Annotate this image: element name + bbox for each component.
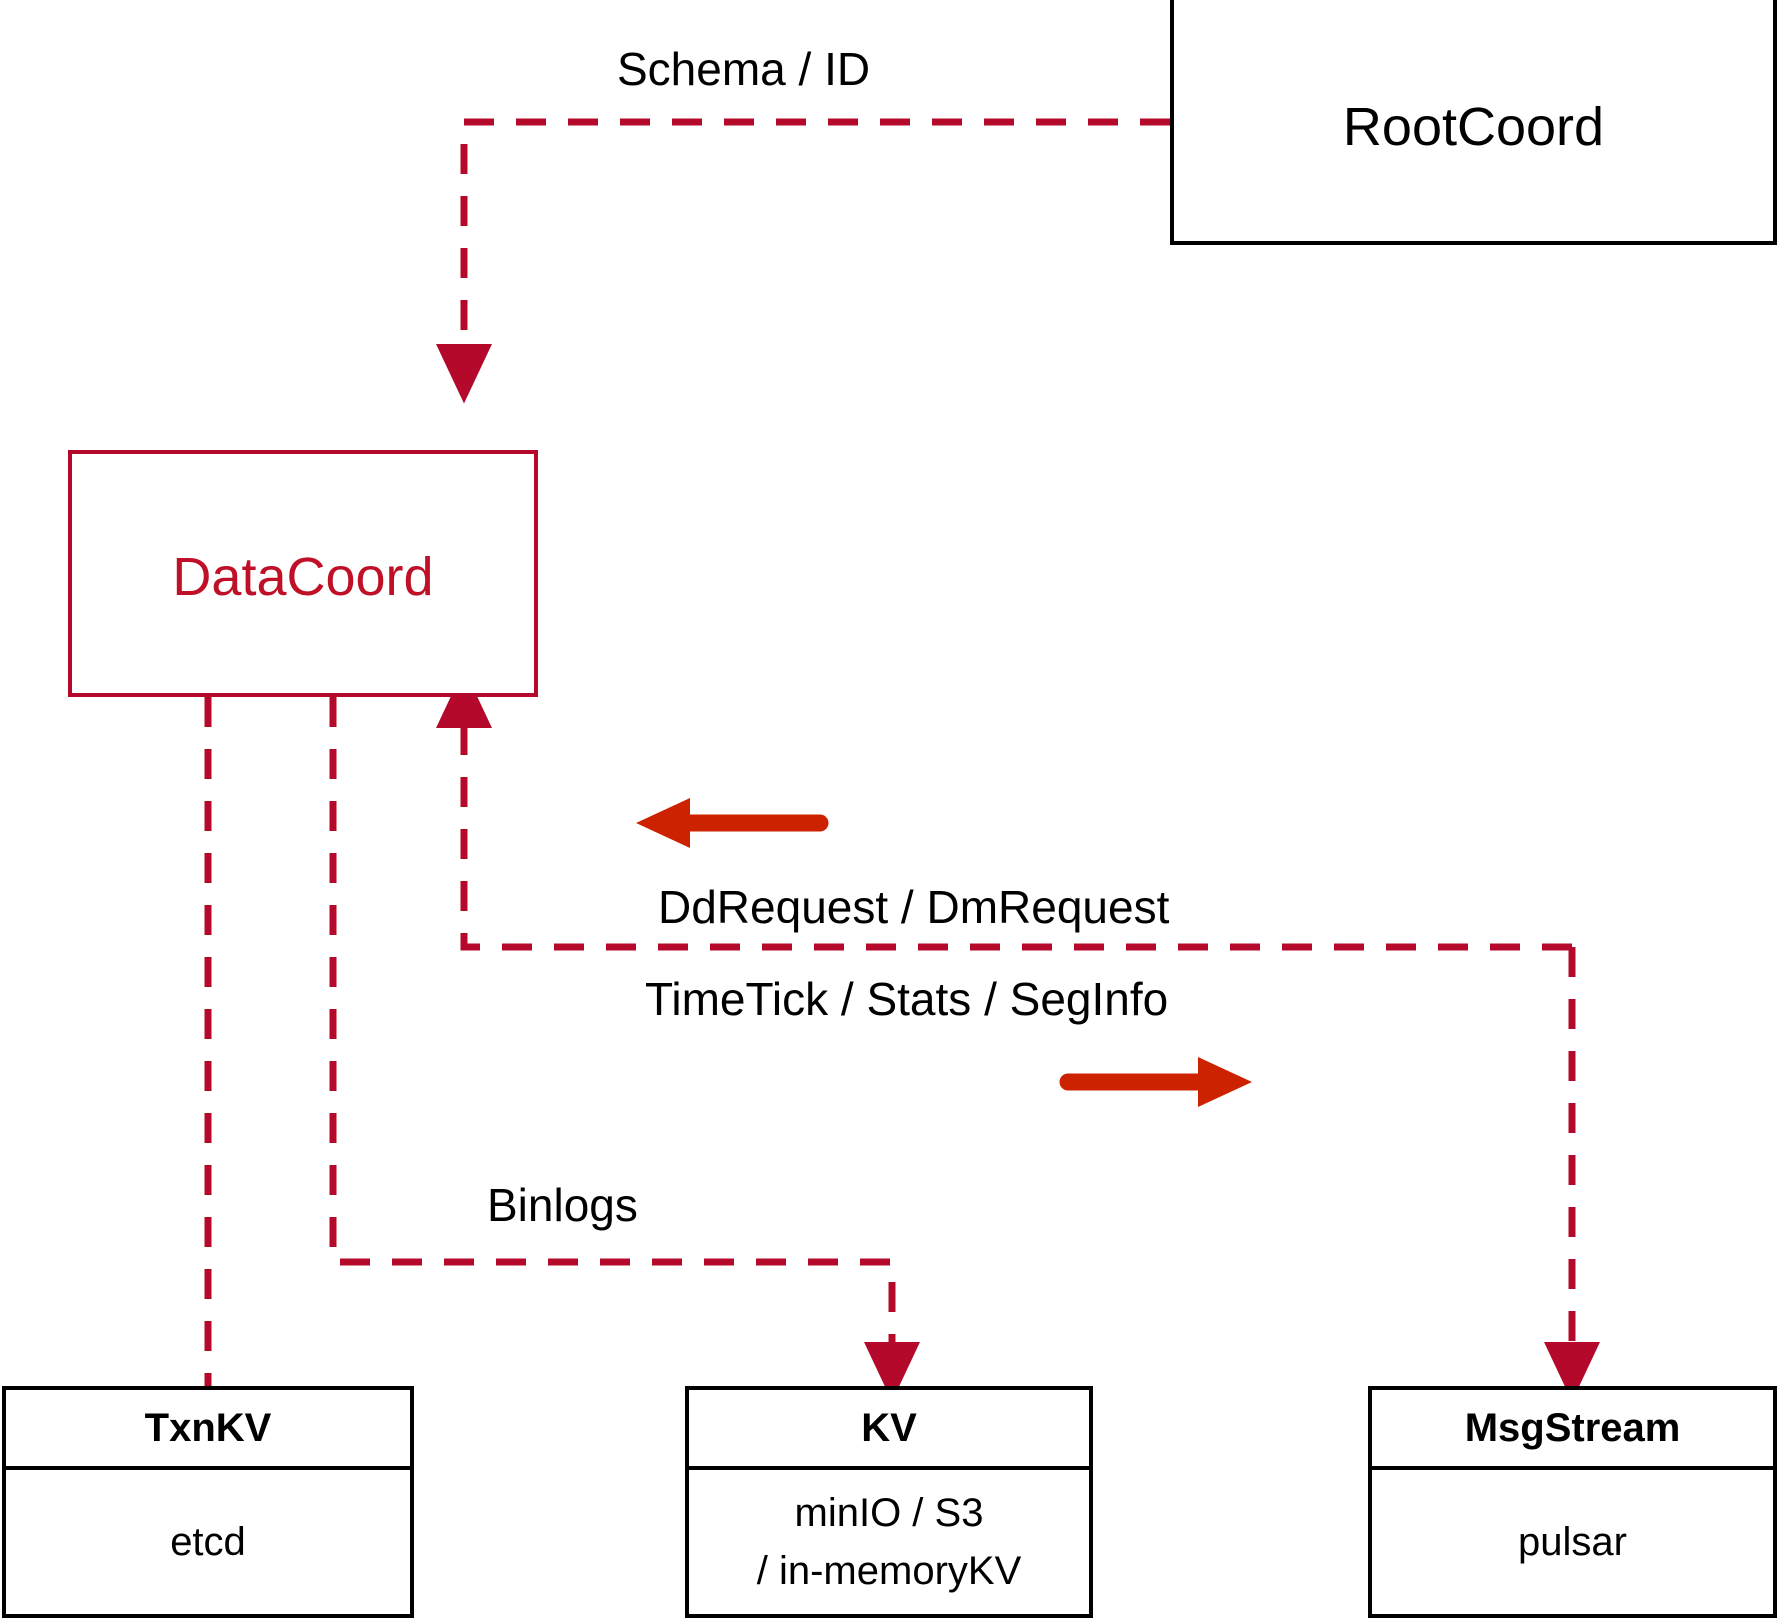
component-kv-body: minIO / S3 / in-memoryKV bbox=[689, 1470, 1089, 1614]
component-msgstream[interactable]: MsgStream pulsar bbox=[1368, 1386, 1777, 1618]
outbound-arrow-icon bbox=[1059, 1057, 1252, 1107]
edge-rootcoord-to-datacoord bbox=[436, 118, 1170, 404]
component-msgstream-body: pulsar bbox=[1372, 1470, 1773, 1614]
inbound-arrow-icon bbox=[636, 798, 829, 848]
component-kv[interactable]: KV minIO / S3 / in-memoryKV bbox=[685, 1386, 1093, 1618]
component-kv-body-line-2: / in-memoryKV bbox=[756, 1549, 1022, 1593]
node-rootcoord-label: RootCoord bbox=[1342, 97, 1605, 157]
edge-datacoord-to-kv bbox=[329, 697, 920, 1402]
edge-label-timetick-stats-seginfo: TimeTick / Stats / SegInfo bbox=[645, 973, 1169, 1025]
edge-label-dd-dm-request: DdRequest / DmRequest bbox=[658, 881, 1170, 933]
edge-label-binlogs: Binlogs bbox=[487, 1179, 638, 1231]
node-rootcoord[interactable]: RootCoord bbox=[1170, 0, 1777, 245]
node-datacoord-label: DataCoord bbox=[172, 547, 434, 607]
component-msgstream-header: MsgStream bbox=[1372, 1390, 1773, 1470]
edge-label-schema-id: Schema / ID bbox=[617, 43, 871, 95]
component-msgstream-body-line: pulsar bbox=[1518, 1520, 1627, 1564]
component-txnkv[interactable]: TxnKV etcd bbox=[2, 1386, 414, 1618]
node-datacoord[interactable]: DataCoord bbox=[68, 450, 538, 697]
component-txnkv-body: etcd bbox=[6, 1470, 410, 1614]
component-kv-body-line-1: minIO / S3 bbox=[794, 1491, 984, 1535]
component-txnkv-body-line: etcd bbox=[170, 1520, 246, 1564]
edge-msgstream-to-datacoord bbox=[436, 668, 1572, 951]
component-kv-header: KV bbox=[689, 1390, 1089, 1470]
component-txnkv-header: TxnKV bbox=[6, 1390, 410, 1470]
